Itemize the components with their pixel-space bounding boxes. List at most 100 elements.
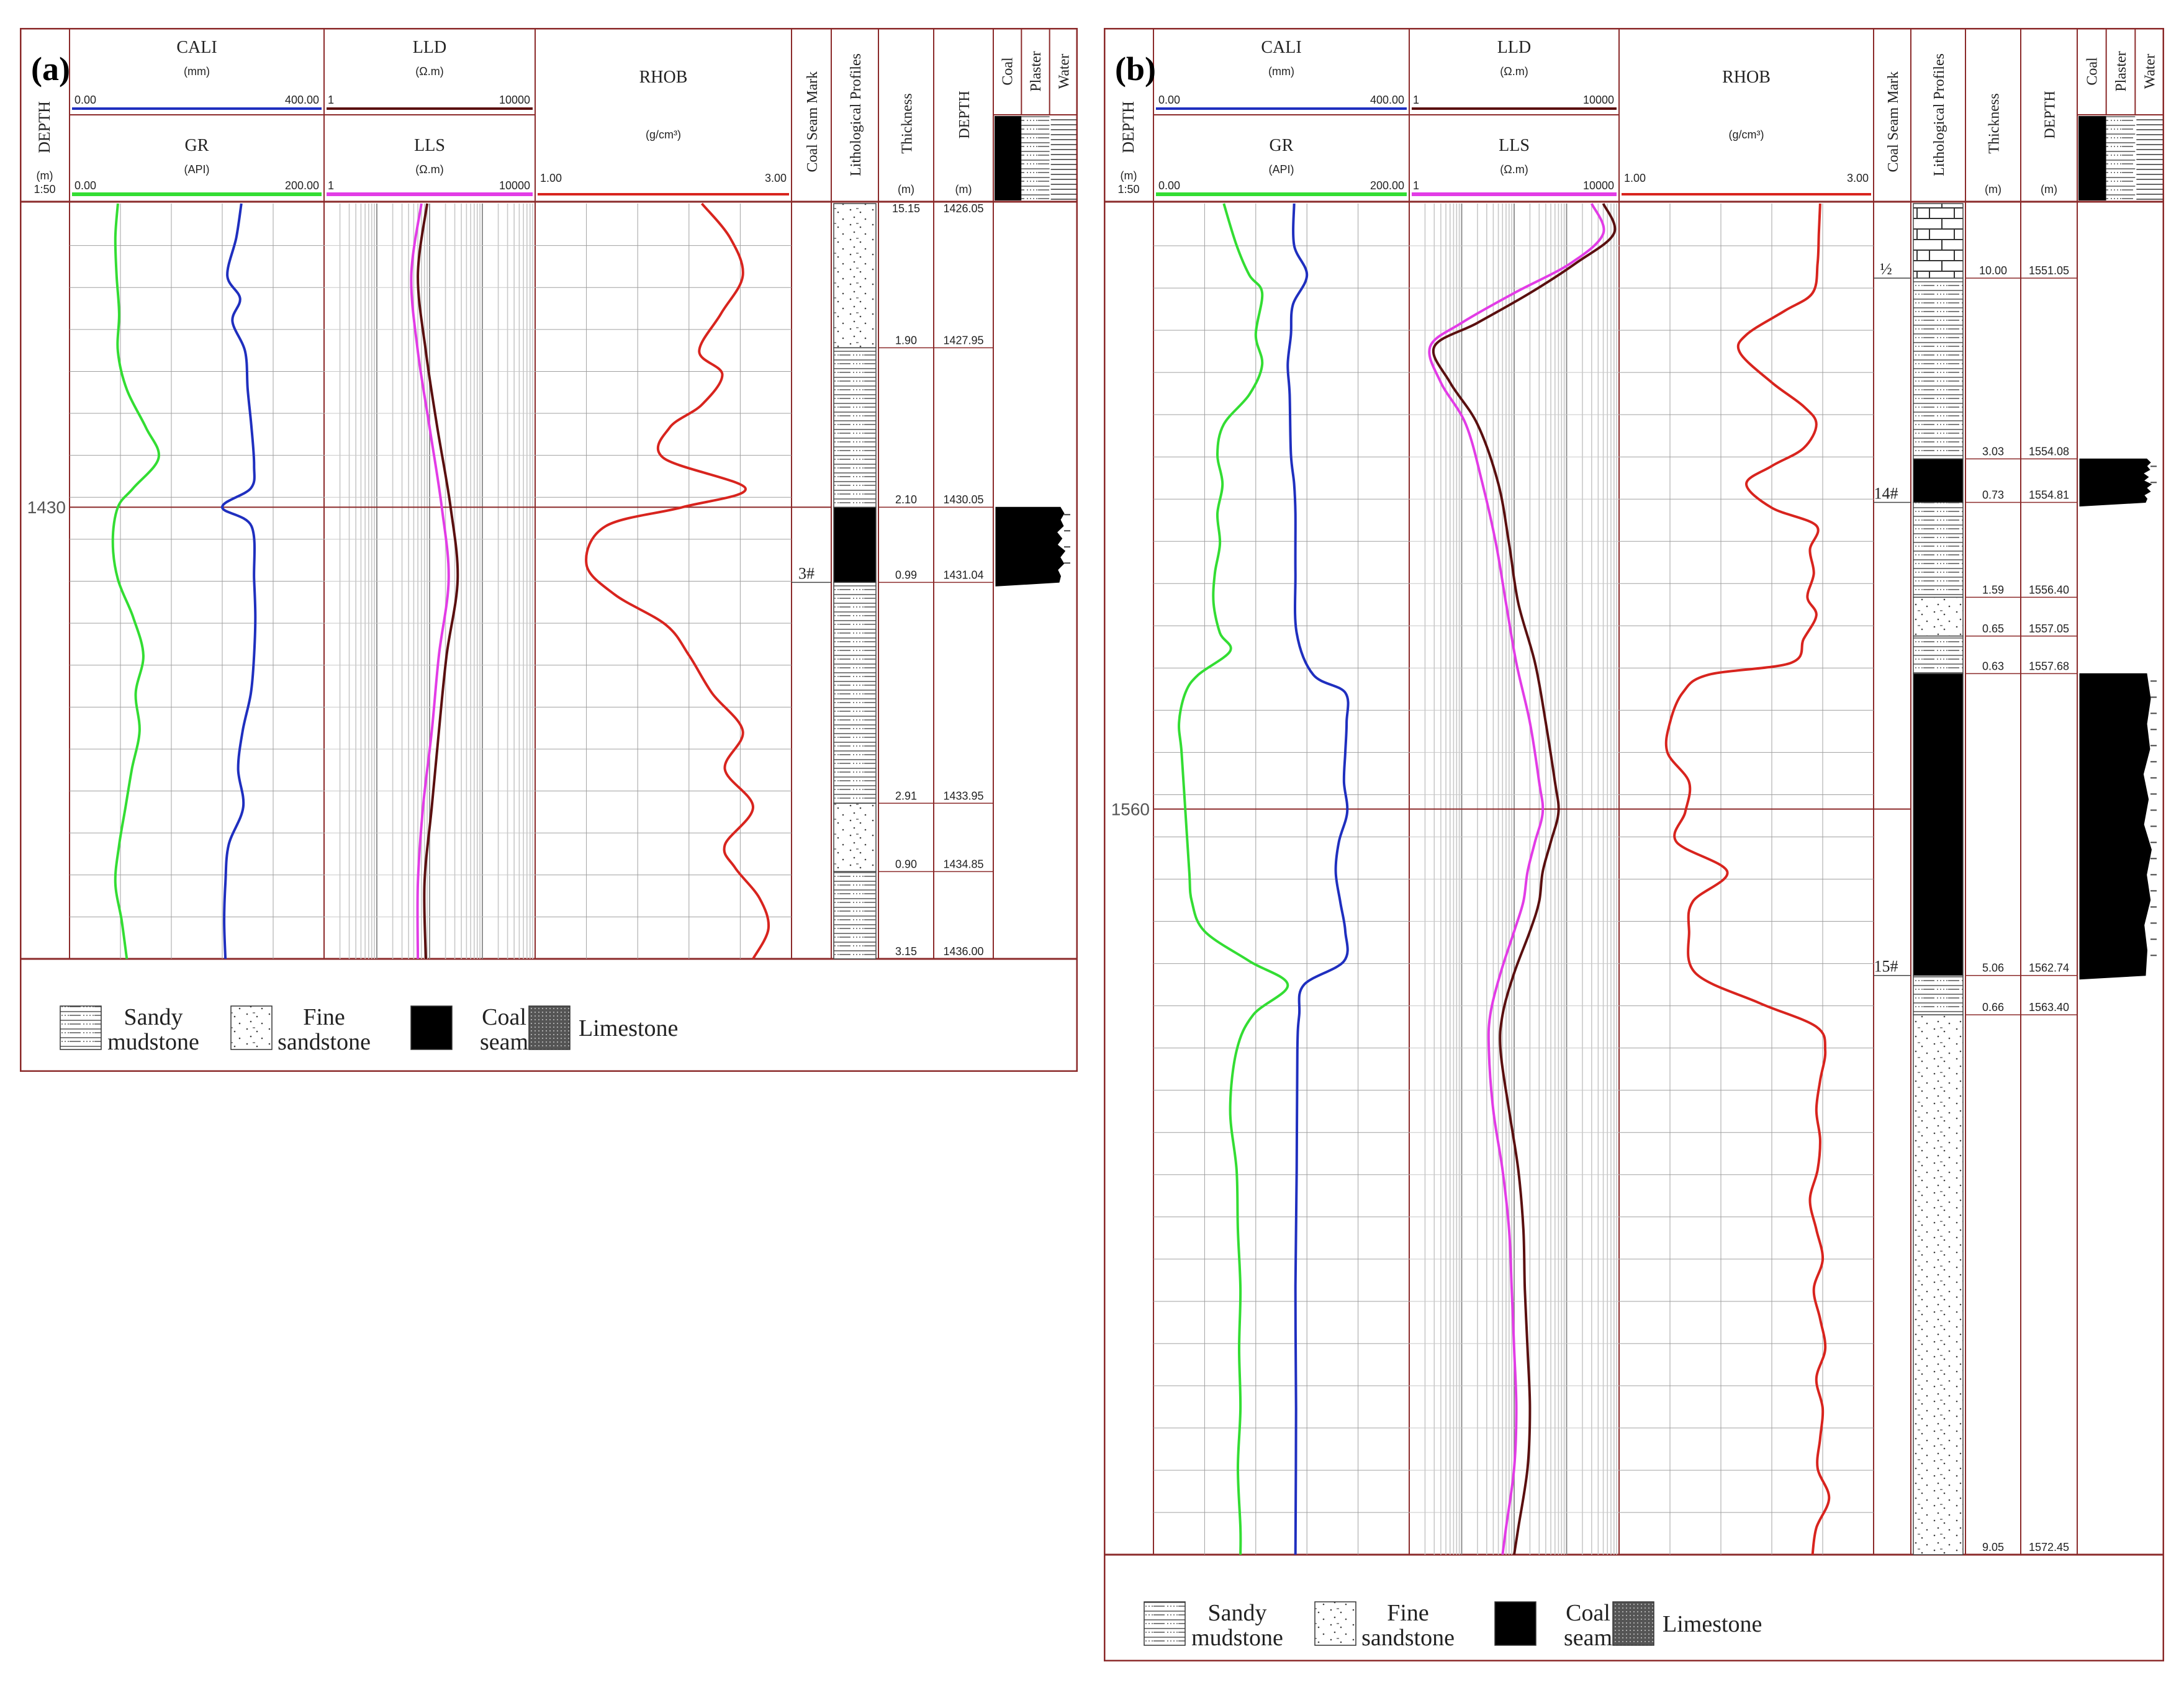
layer-thickness: 3.15 (895, 945, 917, 958)
layer-thickness: 3.03 (1982, 445, 2004, 457)
legend-coal-seam-label-1: Coal (1566, 1600, 1610, 1626)
lithology-layer-sandy_mudstone (1913, 636, 1964, 675)
rhob-max: 3.00 (765, 172, 787, 184)
legend-coal-seam-swatch (1494, 1601, 1536, 1646)
layer-thickness: 2.10 (895, 493, 917, 506)
depth2-title: DEPTH (957, 91, 973, 138)
cali-title: CALI (176, 38, 217, 57)
layer-thickness: 0.65 (1982, 622, 2004, 635)
top-thickness: 15.15 (892, 202, 920, 215)
lls-min: 1 (328, 179, 334, 192)
depth-scale: 1:50 (1117, 183, 1139, 195)
lithology-layer-sandy_mudstone (833, 582, 877, 804)
coal-seam-mark-title: Coal Seam Mark (805, 71, 821, 173)
gr-max: 200.00 (1370, 179, 1404, 192)
thickness-unit: (m) (898, 183, 914, 195)
lld-title: LLD (1497, 38, 1531, 57)
layer-thickness: 10.00 (1979, 264, 2007, 277)
rhob-curve (585, 202, 770, 959)
coal-swatch (995, 116, 1022, 200)
rhob-min: 1.00 (540, 172, 562, 184)
lithology-layer-sandy_mudstone (833, 347, 877, 508)
water-title: Water (2142, 54, 2159, 89)
thickness-title: Thickness (1987, 93, 2003, 153)
layer-thickness: 0.63 (1982, 660, 2004, 672)
coal-title: Coal (2084, 57, 2100, 86)
lld-min: 1 (328, 94, 334, 106)
depth-tick-label: 1560 (1111, 800, 1150, 819)
layer-depth: 1430.05 (943, 493, 983, 506)
legend-sandy-mudstone-label-2: mudstone (1191, 1625, 1283, 1651)
depth2-unit: (m) (955, 183, 972, 195)
depth2-unit: (m) (2041, 183, 2057, 195)
legend-limestone-label: Limestone (579, 1015, 678, 1041)
legend-limestone-swatch (1612, 1601, 1654, 1646)
layer-depth: 1427.95 (943, 334, 983, 346)
legend-sandy-mudstone-label-1: Sandy (1208, 1600, 1267, 1626)
lld-title: LLD (413, 38, 446, 57)
lithology-layer-sandy_mudstone (1913, 277, 1964, 460)
legend-sandy-mudstone-label-1: Sandy (124, 1004, 183, 1030)
legend-coal-seam-label-1: Coal (482, 1004, 526, 1030)
gr-min: 0.00 (1158, 179, 1180, 192)
rhob-unit: (g/cm³) (646, 128, 681, 141)
legend-fine-sandstone-swatch (1314, 1601, 1356, 1646)
lithology-layer-sandy_mudstone (1913, 501, 1964, 598)
cali-unit: (mm) (1268, 65, 1294, 78)
lithology-layer-coal (833, 506, 877, 583)
layer-thickness: 0.73 (1982, 489, 2004, 501)
rhob-max: 3.00 (1847, 172, 1869, 184)
depth-title: DEPTH (35, 101, 53, 153)
lls-max: 10000 (1583, 179, 1614, 192)
plaster-swatch (2106, 116, 2136, 200)
cali-curve (1286, 203, 1350, 1555)
coal-profile-shape (2079, 673, 2152, 980)
lld-curve (1432, 203, 1617, 1555)
layer-depth: 1557.05 (2029, 622, 2069, 635)
gr-unit: (API) (184, 163, 209, 176)
coal-swatch (2078, 116, 2106, 200)
layer-depth: 1557.68 (2029, 660, 2069, 672)
lld-min: 1 (1413, 94, 1419, 106)
legend-fine-sandstone-label-2: sandstone (1361, 1625, 1455, 1651)
lls-min: 1 (1413, 179, 1419, 192)
coal-profile-shape (995, 506, 1066, 586)
layer-depth: 1572.45 (2029, 1541, 2069, 1553)
thickness-unit: (m) (1985, 183, 2001, 195)
layer-depth: 1434.85 (943, 858, 983, 870)
lls-curve (410, 203, 450, 959)
legend-limestone-label: Limestone (1663, 1611, 1762, 1637)
lls-title: LLS (414, 136, 445, 155)
legend-fine-sandstone-label-1: Fine (1387, 1600, 1429, 1626)
lithological-profiles-title: Lithological Profiles (1931, 53, 1947, 176)
panel-label: (a) (31, 50, 70, 88)
layer-thickness: 0.99 (895, 568, 917, 581)
gr-title: GR (1270, 136, 1294, 155)
legend-coal-seam-swatch (410, 1005, 453, 1050)
coal-seam-mark-title: Coal Seam Mark (1885, 71, 1902, 173)
cali-max: 400.00 (1370, 94, 1404, 106)
gr-curve (111, 203, 160, 959)
lld-curve (417, 203, 459, 959)
layer-thickness: 0.66 (1982, 1001, 2004, 1013)
plaster-swatch (1021, 116, 1050, 200)
layer-depth: 1436.00 (943, 945, 983, 958)
depth-tick-label: 1430 (27, 498, 66, 517)
legend-coal-seam-label-2: seam (1564, 1625, 1612, 1651)
lld-unit: (Ω.m) (1500, 65, 1528, 78)
lithology-layer-sandy_mudstone (1913, 974, 1964, 1015)
lls-unit: (Ω.m) (1500, 163, 1528, 176)
rhob-title: RHOB (639, 68, 688, 87)
legend-sandy-mudstone-swatch (1144, 1601, 1186, 1646)
layer-depth: 1554.81 (2029, 489, 2069, 501)
cali-title: CALI (1261, 38, 1301, 57)
gr-max: 200.00 (285, 179, 319, 192)
legend-sandy-mudstone-swatch (60, 1005, 102, 1050)
layer-thickness: 9.05 (1982, 1541, 2004, 1553)
layer-depth: 1433.95 (943, 789, 983, 802)
depth-unit: (m) (1121, 169, 1137, 182)
seam-mark-label: 15# (1874, 958, 1898, 976)
